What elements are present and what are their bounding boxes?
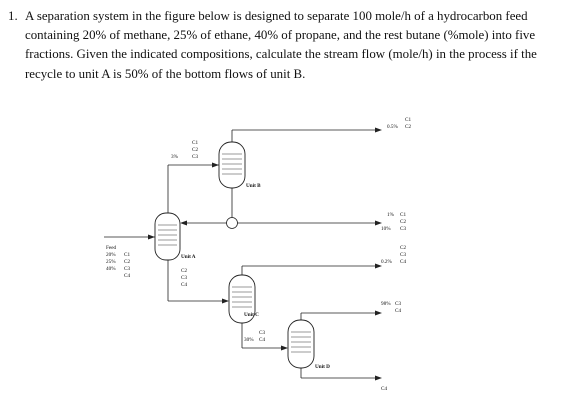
- unit-b-column: [218, 141, 246, 189]
- unit-b-bottom-pct-c1: 1%: [387, 212, 395, 218]
- unit-c-top-c3: C3: [400, 252, 406, 258]
- unit-d-label: Unit D: [315, 364, 330, 370]
- unit-b-top-c1: C1: [405, 117, 411, 123]
- feed-title: Feed: [106, 245, 116, 251]
- feed-c3: C3: [124, 266, 130, 272]
- unit-a-top-c2: C2: [192, 147, 198, 153]
- unit-d-top-pct: 98%: [381, 301, 391, 307]
- unit-c-top-pct: 0.2%: [381, 259, 392, 265]
- unit-d-top-c3: C3: [395, 301, 401, 307]
- unit-a-bottom-c3: C3: [181, 275, 187, 281]
- unit-b-bottom-c3: C3: [400, 226, 406, 232]
- unit-d-column: [287, 319, 315, 369]
- problem-statement: 1. A separation system in the figure bel…: [8, 7, 556, 84]
- unit-d-top-stream: [300, 310, 382, 320]
- unit-a-top-stream: [167, 162, 219, 218]
- feed-stream: [104, 234, 155, 240]
- unit-b-label: Unit B: [246, 183, 261, 189]
- unit-a-column: [154, 212, 181, 261]
- unit-d-bottom-c4: C4: [381, 386, 387, 392]
- feed-c1-pct: 20%: [106, 252, 116, 258]
- feed-c4: C4: [124, 273, 130, 279]
- unit-b-bottom-pct-c3: 10%: [381, 226, 391, 232]
- unit-b-bottom-stream: [180, 188, 382, 229]
- unit-d-bottom-stream: [300, 368, 382, 381]
- problem-text: A separation system in the figure below …: [25, 9, 537, 81]
- splitter-node: [226, 217, 238, 229]
- feed-c1: C1: [124, 252, 130, 258]
- unit-a-bottom-c2: C2: [181, 268, 187, 274]
- unit-a-top-pct: 3%: [171, 154, 179, 160]
- unit-c-bottom-stream: [241, 323, 288, 351]
- unit-c-top-c2: C2: [400, 245, 406, 251]
- problem-number: 1.: [8, 9, 18, 23]
- unit-a-bottom-stream: [167, 260, 229, 304]
- unit-b-top-pct: 0.5%: [387, 124, 398, 130]
- unit-c-bottom-c4: C4: [259, 337, 265, 343]
- unit-b-bottom-c1: C1: [400, 212, 406, 218]
- unit-a-label: Unit A: [181, 254, 196, 260]
- unit-a-top-c1: C1: [192, 140, 198, 146]
- unit-a-top-c3: C3: [192, 154, 198, 160]
- unit-a-bottom-c4: C4: [181, 282, 187, 288]
- feed-c3-pct: 40%: [106, 266, 116, 272]
- unit-b-bottom-c2: C2: [400, 219, 406, 225]
- unit-c-column: [228, 274, 256, 324]
- unit-c-top-c4: C4: [400, 259, 406, 265]
- unit-c-bottom-pct: 30%: [244, 337, 254, 343]
- unit-c-label: Unit C: [244, 312, 259, 318]
- unit-c-top-stream: [241, 263, 382, 275]
- feed-c2: C2: [124, 259, 130, 265]
- unit-b-top-stream: [231, 127, 382, 142]
- unit-b-top-c2: C2: [405, 124, 411, 130]
- unit-d-top-c4: C4: [395, 308, 401, 314]
- unit-c-bottom-c3: C3: [259, 330, 265, 336]
- feed-c2-pct: 25%: [106, 259, 116, 265]
